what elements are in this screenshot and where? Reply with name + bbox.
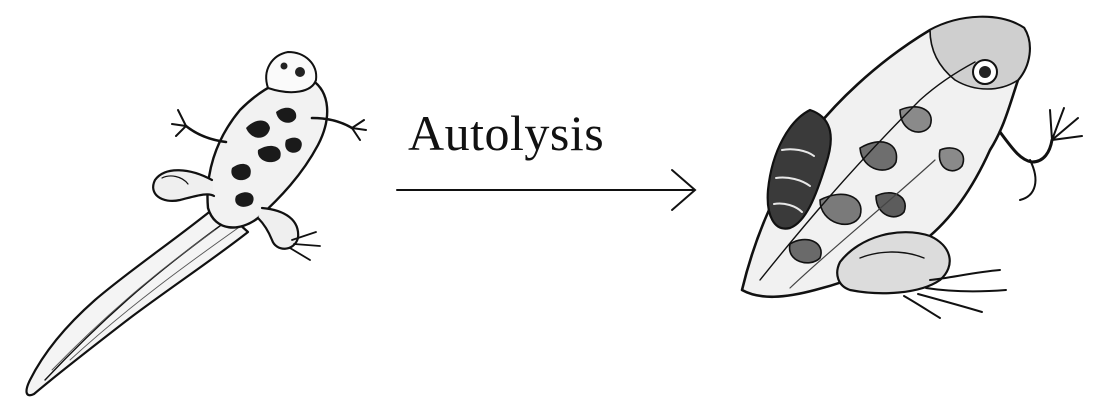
frog-foreleg-right [998,130,1054,164]
process-arrow [396,169,697,211]
tadpole-spots [231,107,302,207]
tadpole-eye [295,67,305,77]
frog-hindleg-right [836,231,951,295]
tadpole-hindleg-right [256,206,300,250]
tadpole-hindleg-left [152,169,216,202]
tadpole-foreleg-left [184,124,228,144]
frog-head [929,16,1031,90]
process-label: Autolysis [408,105,605,161]
tadpole-tail [25,203,250,397]
tadpole-foreleg-right [310,116,354,130]
tail-fin-line [51,229,216,371]
frog-hindleg-left [766,108,832,230]
frog-spots [788,106,965,264]
adult-frog-icon [740,15,1083,319]
tadpole-with-legs-icon [25,51,367,397]
tail-fin-line-2 [69,227,239,361]
tadpole-head [265,51,318,94]
